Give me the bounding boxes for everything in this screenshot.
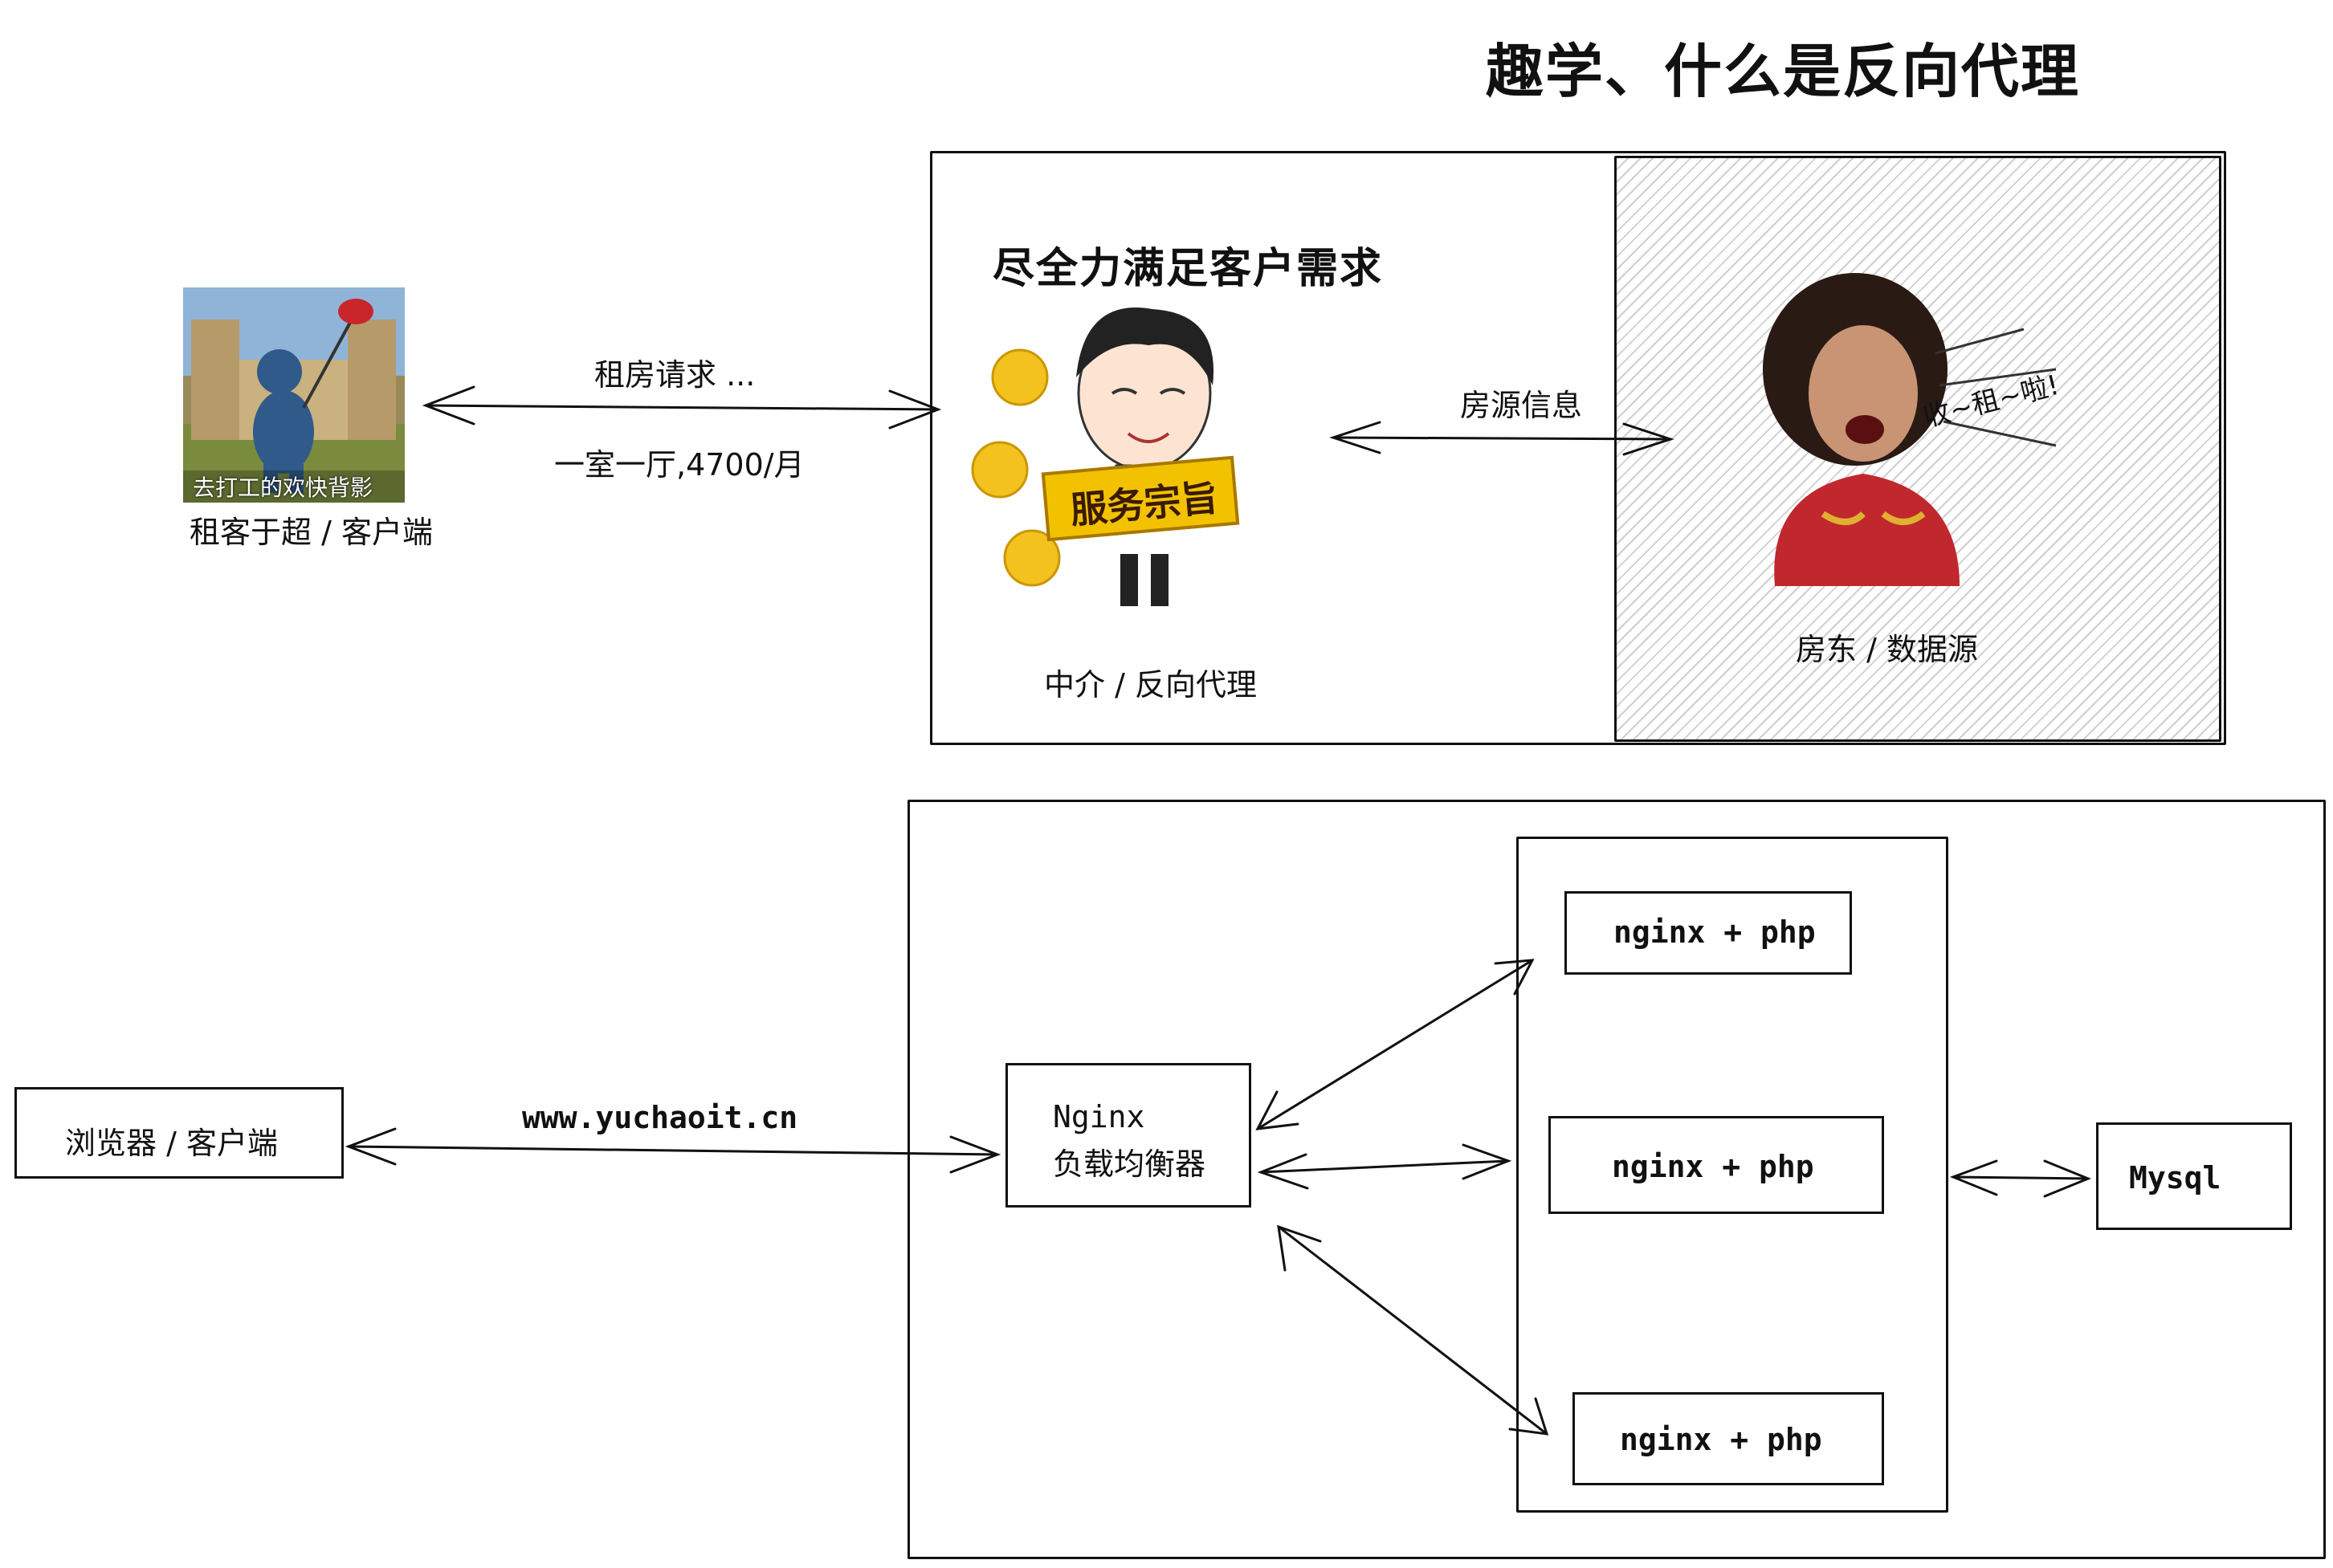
proxy-analogy-frame bbox=[930, 151, 2226, 745]
pool-mysql-arrow bbox=[1949, 1159, 2091, 1198]
agent-caption: 中介 / 反向代理 bbox=[1044, 667, 1257, 703]
tenant-image: 去打工的欢快背影 bbox=[183, 287, 405, 503]
lb-server1-arrow bbox=[1255, 959, 1535, 1130]
tenant-cartoon-icon bbox=[183, 287, 405, 503]
browser-label: 浏览器 / 客户端 bbox=[65, 1126, 278, 1161]
lb-server2-arrow bbox=[1257, 1143, 1512, 1190]
landlord-cartoon-icon bbox=[1763, 273, 2057, 586]
landlord-panel bbox=[1614, 156, 2221, 742]
load-balancer-node: Nginx 负载均衡器 bbox=[1005, 1063, 1251, 1208]
web-server-label-1: nginx + php bbox=[1613, 914, 1816, 950]
request-label: 租房请求 ... bbox=[594, 357, 756, 393]
browser-lb-arrow bbox=[345, 1127, 1001, 1174]
web-pool-frame bbox=[1516, 837, 1948, 1513]
web-server-node-2: nginx + php bbox=[1548, 1116, 1884, 1214]
lb-server3-arrow bbox=[1277, 1224, 1549, 1436]
mysql-label: Mysql bbox=[2129, 1160, 2221, 1195]
info-label: 房源信息 bbox=[1460, 388, 1583, 423]
url-label: www.yuchaoit.cn bbox=[522, 1100, 798, 1135]
server-cluster-frame bbox=[908, 800, 2326, 1559]
tenant-agent-arrow bbox=[422, 385, 942, 430]
page-title: 趣学、什么是反向代理 bbox=[1486, 38, 2081, 105]
web-server-node-3: nginx + php bbox=[1572, 1392, 1884, 1485]
agent-motto: 尽全力满足客户需求 bbox=[993, 245, 1384, 293]
tenant-caption: 租客于超 / 客户端 bbox=[190, 515, 433, 550]
landlord-caption: 房东 / 数据源 bbox=[1796, 632, 1978, 667]
load-balancer-line1: Nginx bbox=[1053, 1099, 1145, 1134]
load-balancer-line2: 负载均衡器 bbox=[1053, 1146, 1206, 1182]
web-server-label-2: nginx + php bbox=[1612, 1149, 1814, 1184]
response-label: 一室一厅,4700/月 bbox=[554, 447, 805, 483]
tenant-image-caption: 去打工的欢快背影 bbox=[193, 474, 373, 501]
web-server-node-1: nginx + php bbox=[1564, 891, 1852, 975]
agent-landlord-arrow bbox=[1329, 421, 1674, 456]
browser-node: 浏览器 / 客户端 bbox=[14, 1087, 344, 1179]
web-server-label-3: nginx + php bbox=[1620, 1422, 1822, 1457]
mysql-node: Mysql bbox=[2096, 1122, 2292, 1230]
